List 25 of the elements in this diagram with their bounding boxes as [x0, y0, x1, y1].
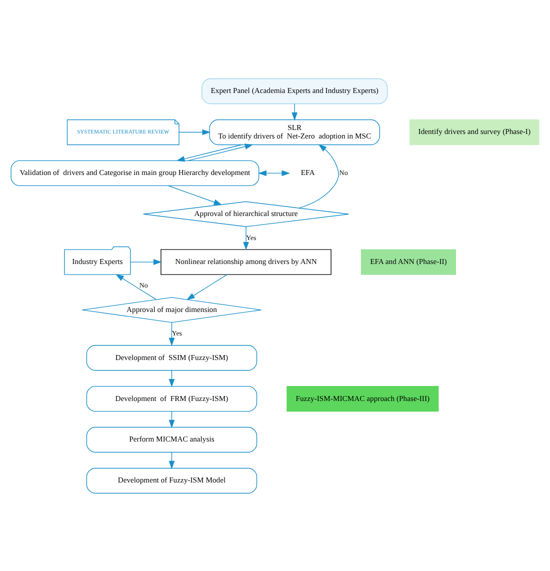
arrow — [186, 274, 228, 300]
node-text: EFA — [300, 168, 315, 177]
arrow — [188, 143, 254, 161]
node-box: Development of Fuzzy-ISM Model — [86, 467, 258, 494]
arrow — [298, 144, 339, 208]
node-box: Validation of drivers and Categorise in main group Hierarchy development — [10, 160, 260, 186]
node-box: Identify drivers and survey (Phase-I) — [410, 118, 540, 145]
node-box: Expert Panel (Academia Experts and Industry Experts) — [202, 78, 388, 104]
arrow — [176, 144, 242, 162]
node-box: SLR To identify drivers of Net-Zero adoption in MSC — [209, 118, 380, 145]
arrow — [178, 128, 211, 135]
node-diamond: Approval of major dimension — [82, 296, 262, 322]
node-diamond: Approval of hierarchical structure — [142, 200, 350, 226]
arrow — [168, 184, 222, 204]
node-box: EFA and ANN (Phase-II) — [360, 248, 456, 274]
node-box: Development of SSIM (Fuzzy-ISM) — [86, 344, 258, 370]
node-box: Nonlinear relationship among drivers by ANN — [160, 248, 332, 274]
arrow — [243, 226, 249, 250]
node-box: Perform MICMAC analysis — [86, 426, 258, 452]
arrow — [258, 170, 290, 176]
arrow — [168, 322, 175, 346]
arrow — [116, 274, 156, 300]
arrow — [130, 258, 162, 264]
node-box: Development of FRM (Fuzzy-ISM) — [86, 385, 258, 412]
node-box: Fuzzy-ISM-MICMAC approach (Phase-III) — [286, 385, 439, 412]
